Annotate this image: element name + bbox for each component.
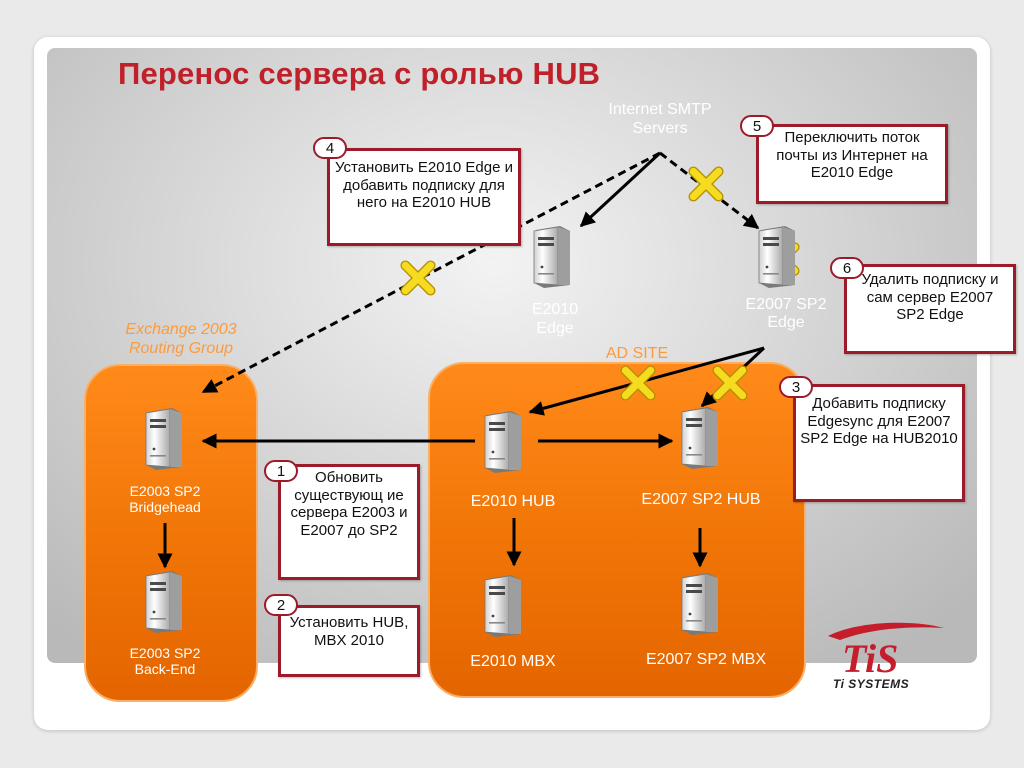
- step-2-box: Установить HUB, MBX 2010: [278, 605, 420, 677]
- e2007-mbx-server-icon: [678, 572, 720, 636]
- e2010-edge-server-icon: [530, 225, 572, 289]
- e2010-hub-server-icon: [481, 410, 523, 474]
- arrow-internet-to-e2007-edge: [659, 151, 760, 230]
- e2010-mbx-label: E2010 MBX: [470, 653, 556, 670]
- e2010-edge-label: E2010 Edge: [531, 301, 579, 338]
- e2010-mbx-server-icon: [481, 574, 523, 638]
- step-4-badge: 4: [313, 137, 347, 159]
- arrow-internet-to-e2010-edge: [579, 151, 662, 228]
- internet-smtp-label: Internet SMTP Servers: [608, 101, 712, 138]
- logo-mark: TiS: [842, 636, 898, 678]
- cross-icon: [717, 370, 742, 395]
- step-2-badge: 2: [264, 594, 298, 616]
- e2003-bridgehead-label: E2003 SP2 Bridgehead: [129, 483, 201, 516]
- step-6-badge: 6: [830, 257, 864, 279]
- cross-icon: [625, 370, 650, 395]
- e2010-hub-label: E2010 HUB: [470, 493, 556, 510]
- step-3-badge: 3: [779, 376, 813, 398]
- step-5-box: Переключить поток почты из Интернет на E…: [756, 124, 948, 204]
- e2007-mbx-label: E2007 SP2 MBX: [645, 651, 767, 668]
- cross-icon: [693, 171, 718, 196]
- e2007-hub-label: E2007 SP2 HUB: [641, 491, 761, 508]
- tis-logo-icon: TiS: [828, 622, 944, 678]
- e2003-backend-label: E2003 SP2 Back-End: [129, 645, 201, 678]
- step-3-box: Добавить подписку Edgesync для E2007 SP2…: [793, 384, 965, 502]
- routing-group-label: Exchange 2003 Routing Group: [125, 321, 237, 358]
- logo-text: Ti SYSTEMS: [833, 677, 910, 691]
- e2007-edge-server-icon: [755, 225, 797, 289]
- e2007-hub-server-icon: [678, 406, 720, 470]
- step-1-box: Обновить существующ ие сервера E2003 и E…: [278, 464, 420, 580]
- slide-title: Перенос сервера с ролью HUB: [118, 56, 601, 91]
- e2007-edge-label: E2007 SP2 Edge: [745, 296, 827, 332]
- arrow-internet-to-bridgehead: [201, 151, 661, 394]
- step-6-box: Удалить подписку и сам сервер E2007 SP2 …: [844, 264, 1016, 354]
- step-4-box: Установить E2010 Edge и добавить подписк…: [327, 148, 521, 246]
- cross-icon: [405, 265, 430, 290]
- e2003-backend-server-icon: [142, 570, 184, 634]
- step-1-badge: 1: [264, 460, 298, 482]
- e2003-bridgehead-server-icon: [142, 407, 184, 471]
- step-5-badge: 5: [740, 115, 774, 137]
- ad-site-label: AD SITE: [605, 345, 669, 362]
